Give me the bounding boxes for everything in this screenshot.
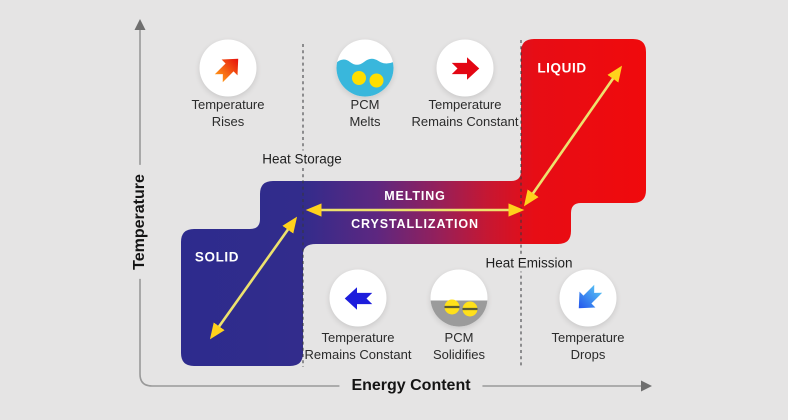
axes — [134, 19, 652, 392]
icon-circle — [199, 39, 257, 97]
legend-caption: PCM Melts — [349, 97, 381, 129]
y-axis-label: Temperature — [128, 165, 152, 279]
arrow-right-icon — [451, 56, 479, 80]
heating-arrow — [209, 216, 298, 340]
legend-caption: Temperature Drops — [551, 330, 625, 362]
solid-phase-label: SOLID — [194, 249, 240, 265]
icon-circle — [329, 269, 387, 327]
icon-circle — [430, 269, 488, 327]
process-arrows — [209, 65, 623, 340]
legend-caption: Temperature Remains Constant — [304, 330, 412, 362]
x-axis-arrowhead — [641, 380, 652, 392]
legend-caption: PCM Solidifies — [432, 330, 486, 362]
y-axis-arrowhead — [134, 19, 146, 30]
melting-label: MELTING — [384, 189, 446, 203]
arrow-down-left-icon — [578, 284, 602, 308]
arrow-left-icon — [344, 286, 372, 310]
heat-storage-label: Heat Storage — [256, 150, 348, 168]
legend-caption: Temperature Remains Constant — [411, 97, 519, 129]
legend-caption: Temperature Rises — [191, 97, 265, 129]
heat-emission-label: Heat Emission — [479, 254, 579, 272]
liquid-phase-label: LIQUID — [537, 60, 587, 76]
pcm-solidifies-icon — [430, 299, 488, 327]
arrow-up-right-icon — [214, 58, 238, 82]
icon-circle — [559, 269, 617, 327]
pcm-melts-icon — [336, 58, 394, 97]
crystallization-label: CRYSTALLIZATION — [351, 217, 479, 231]
icon-circle — [436, 39, 494, 97]
icon-circle — [336, 39, 394, 97]
liquid-heating-arrow — [523, 65, 623, 207]
x-axis-label: Energy Content — [339, 375, 483, 397]
